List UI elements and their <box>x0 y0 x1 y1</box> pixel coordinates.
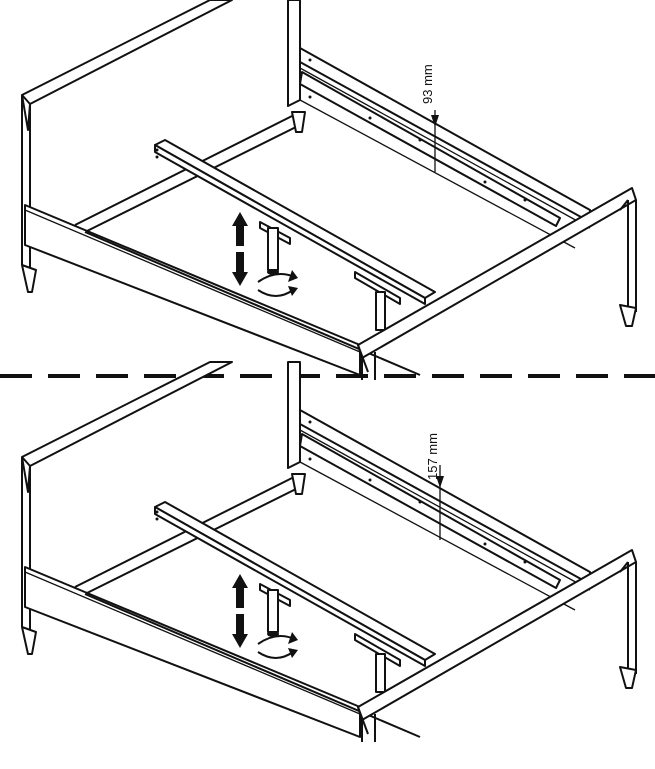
measurement-label-before: 93 mm <box>420 64 435 104</box>
measurement-label-after: 157 mm <box>425 433 440 480</box>
bed-frame-after <box>21 361 637 743</box>
bed-frame-before <box>21 0 637 381</box>
panel-before: 93 mm <box>21 0 637 381</box>
panel-after: 157 mm <box>21 361 637 743</box>
